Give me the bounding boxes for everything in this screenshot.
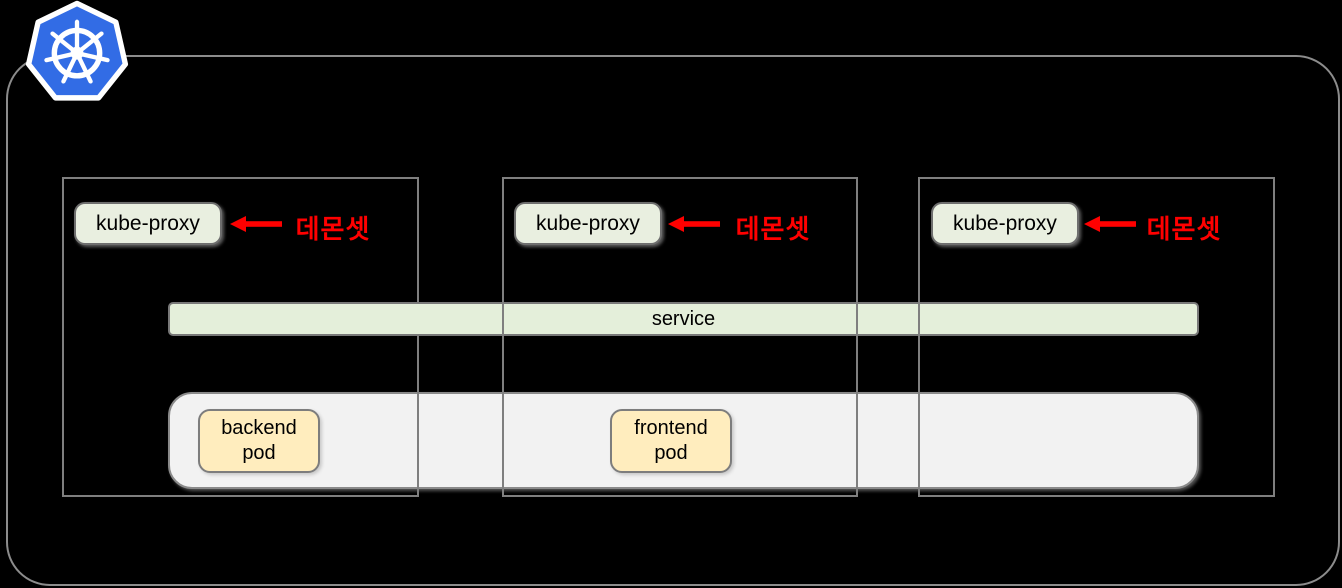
left-arrow-icon <box>668 216 720 232</box>
cluster-frame <box>6 55 1340 586</box>
service-bar: service <box>168 302 1199 336</box>
kube-proxy-box-2: kube-proxy <box>514 202 662 245</box>
kubernetes-logo-icon <box>25 0 129 101</box>
left-arrow-icon <box>230 216 282 232</box>
backend-pod-box: backend pod <box>198 409 320 473</box>
left-arrow-icon <box>1084 216 1136 232</box>
kube-proxy-box-3: kube-proxy <box>931 202 1079 245</box>
kube-proxy-label: kube-proxy <box>536 211 640 235</box>
node-box-2 <box>502 177 858 497</box>
frontend-pod-label: frontend pod <box>634 417 708 464</box>
kube-proxy-label: kube-proxy <box>96 211 200 235</box>
daemonset-label-2: 데몬셋 <box>735 214 811 244</box>
kube-proxy-label: kube-proxy <box>953 211 1057 235</box>
kube-proxy-box-1: kube-proxy <box>74 202 222 245</box>
frontend-pod-box: frontend pod <box>610 409 732 473</box>
node-box-3 <box>918 177 1275 497</box>
daemonset-label-3: 데몬셋 <box>1146 214 1222 244</box>
daemonset-label-1: 데몬셋 <box>295 214 371 244</box>
node-box-1 <box>62 177 419 497</box>
backend-pod-label: backend pod <box>221 417 297 464</box>
service-label: service <box>651 307 716 330</box>
